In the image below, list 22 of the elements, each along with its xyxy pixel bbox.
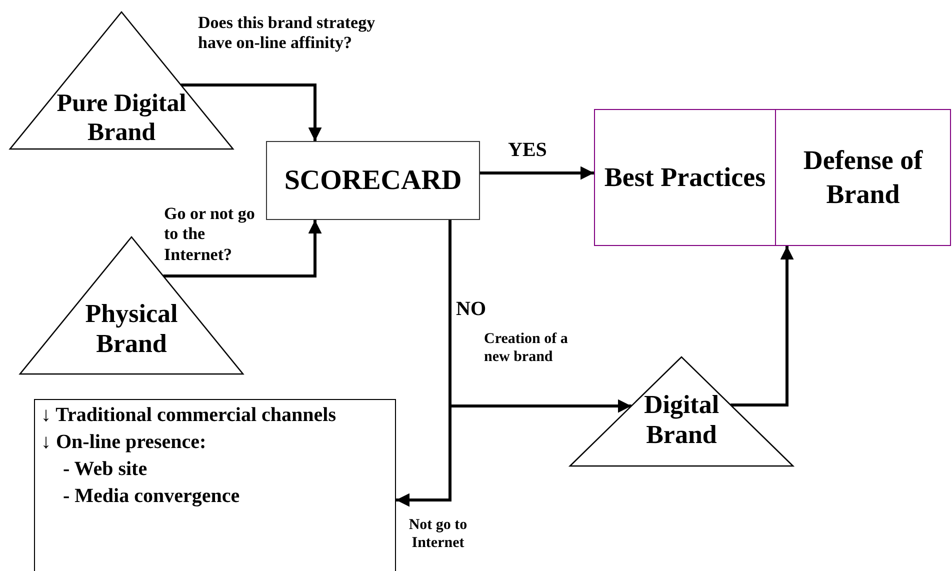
process-box: [266, 141, 480, 220]
arrow: [180, 84, 322, 141]
list-item: ↓ Traditional commercial channels: [41, 403, 336, 428]
box-label: Defense of Brand: [802, 144, 924, 210]
triangle-label: Physical Brand: [84, 299, 179, 359]
process-box: [594, 109, 776, 246]
box-label: SCORECARD: [283, 164, 463, 198]
outcome-box: [34, 399, 396, 571]
triangle-label: Pure Digital Brand: [56, 90, 188, 148]
arrow: [396, 220, 452, 507]
list-item: ↓ On-line presence:: [41, 430, 206, 455]
arrow: [163, 220, 322, 278]
arrow: [730, 246, 794, 406]
brand-triangle: [10, 12, 233, 149]
box-label: Best Practices: [603, 160, 767, 194]
arrow: [480, 166, 594, 180]
triangle-label: Digital Brand: [642, 390, 720, 450]
process-box: [775, 109, 951, 246]
branch-label: NO: [456, 298, 486, 321]
list-item: - Web site: [62, 457, 148, 482]
list-item: - Media convergence: [62, 484, 240, 509]
brand-triangle: [570, 357, 793, 466]
